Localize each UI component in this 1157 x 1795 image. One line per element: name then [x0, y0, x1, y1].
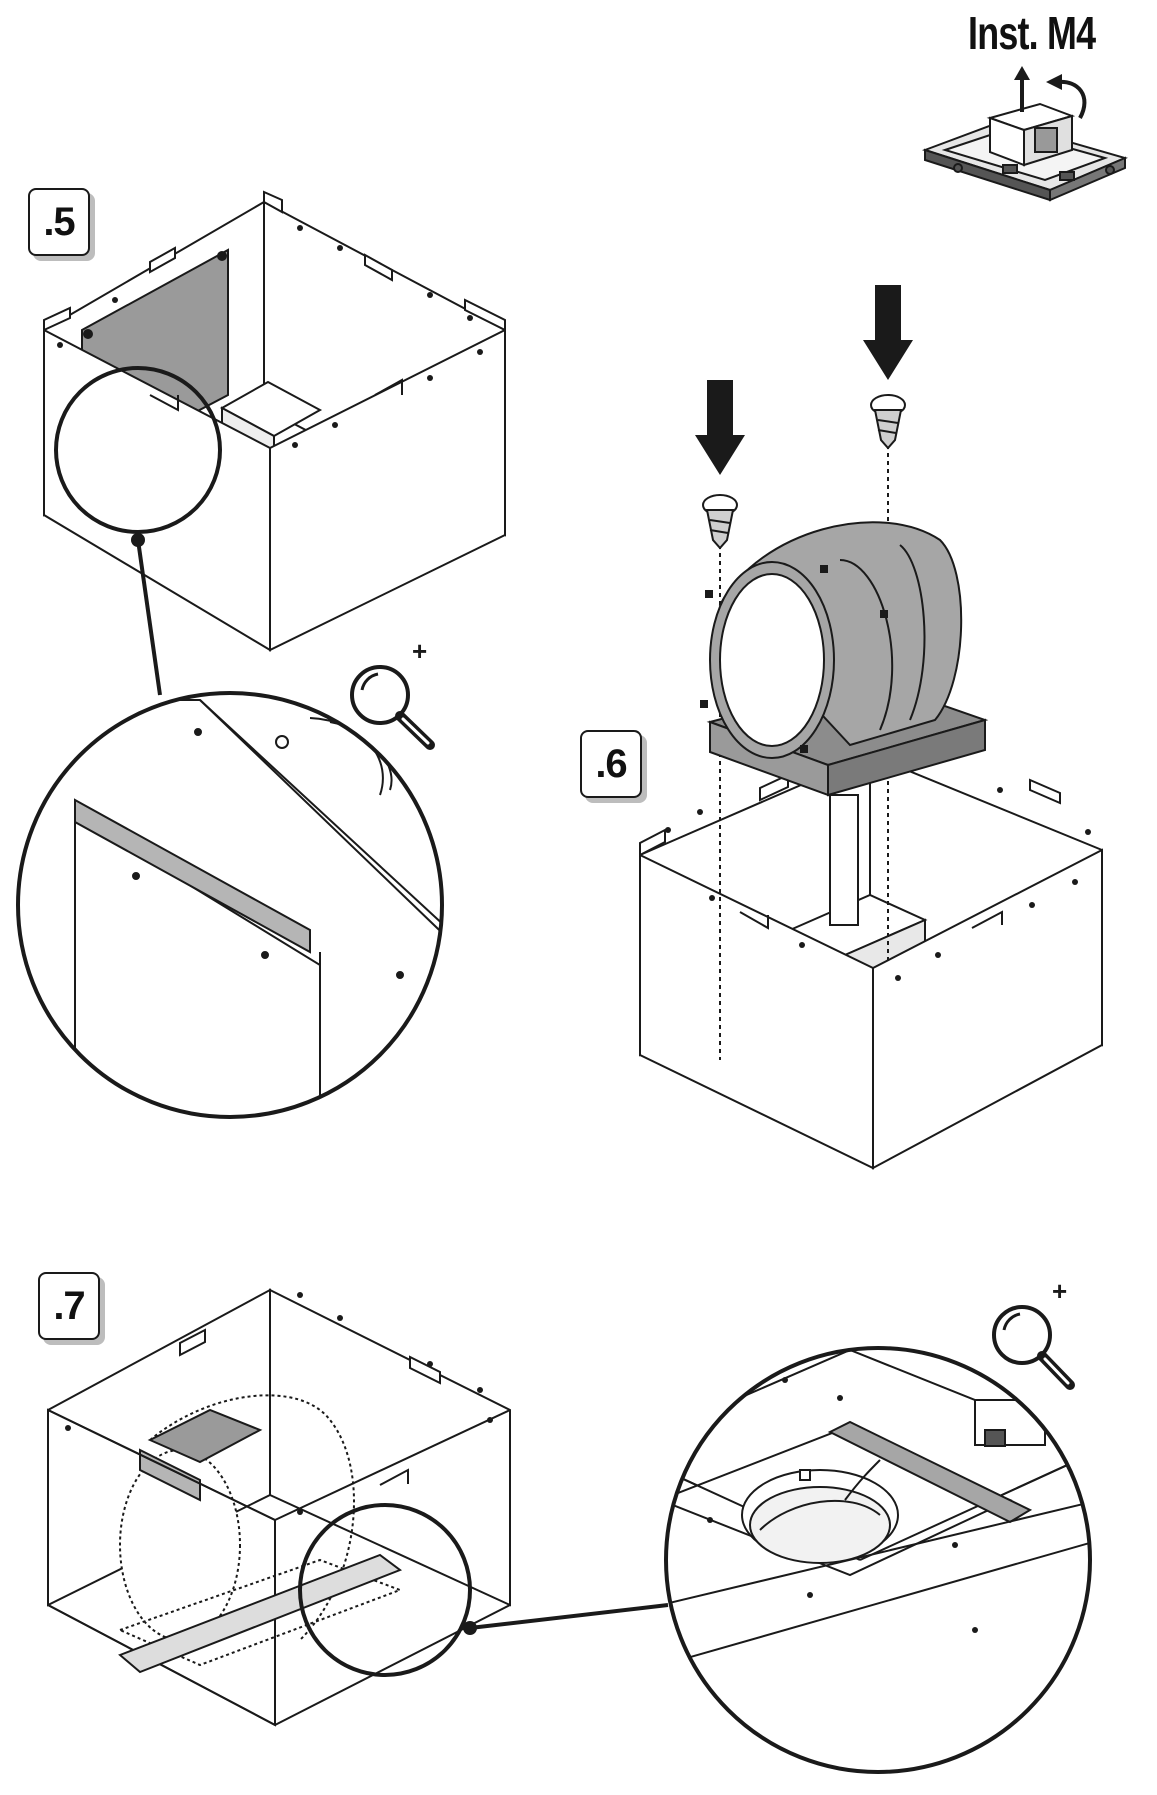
step-6-cabinet: [639, 753, 1103, 1170]
step-7-leader-line: [469, 1603, 669, 1630]
step-7-cabinet: [47, 1288, 511, 1727]
step-5-detail-ring: [54, 366, 222, 534]
zoom-plus-label: +: [1052, 1276, 1067, 1306]
step-5-cabinet: [43, 190, 506, 652]
down-arrow-icon: [863, 285, 913, 380]
step-6-badge: .6: [580, 730, 642, 798]
magnifier-zoom-icon: +: [992, 1276, 1075, 1390]
step-5-leader-line: [136, 539, 162, 696]
magnifier-zoom-icon: +: [350, 636, 435, 750]
down-arrow-icon: [695, 380, 745, 475]
curved-arrow-icon: [1046, 74, 1087, 119]
zoom-plus-label: +: [412, 636, 427, 666]
step-7-detail-ring: [298, 1503, 472, 1677]
up-arrow-icon: [1014, 66, 1030, 112]
step-7-badge: .7: [38, 1272, 100, 1340]
screw-icon: [870, 394, 906, 450]
step-5-badge: .5: [28, 188, 90, 256]
step-5-leader-dot: [131, 533, 145, 547]
screw-icon: [702, 494, 738, 550]
hood-thumbnail: [921, 102, 1128, 202]
blower-motor: [700, 521, 963, 759]
step-5-zoom-detail: [16, 691, 444, 1119]
reference-label: Inst. M4: [968, 7, 1096, 59]
step-7-zoom-detail: [664, 1346, 1092, 1774]
